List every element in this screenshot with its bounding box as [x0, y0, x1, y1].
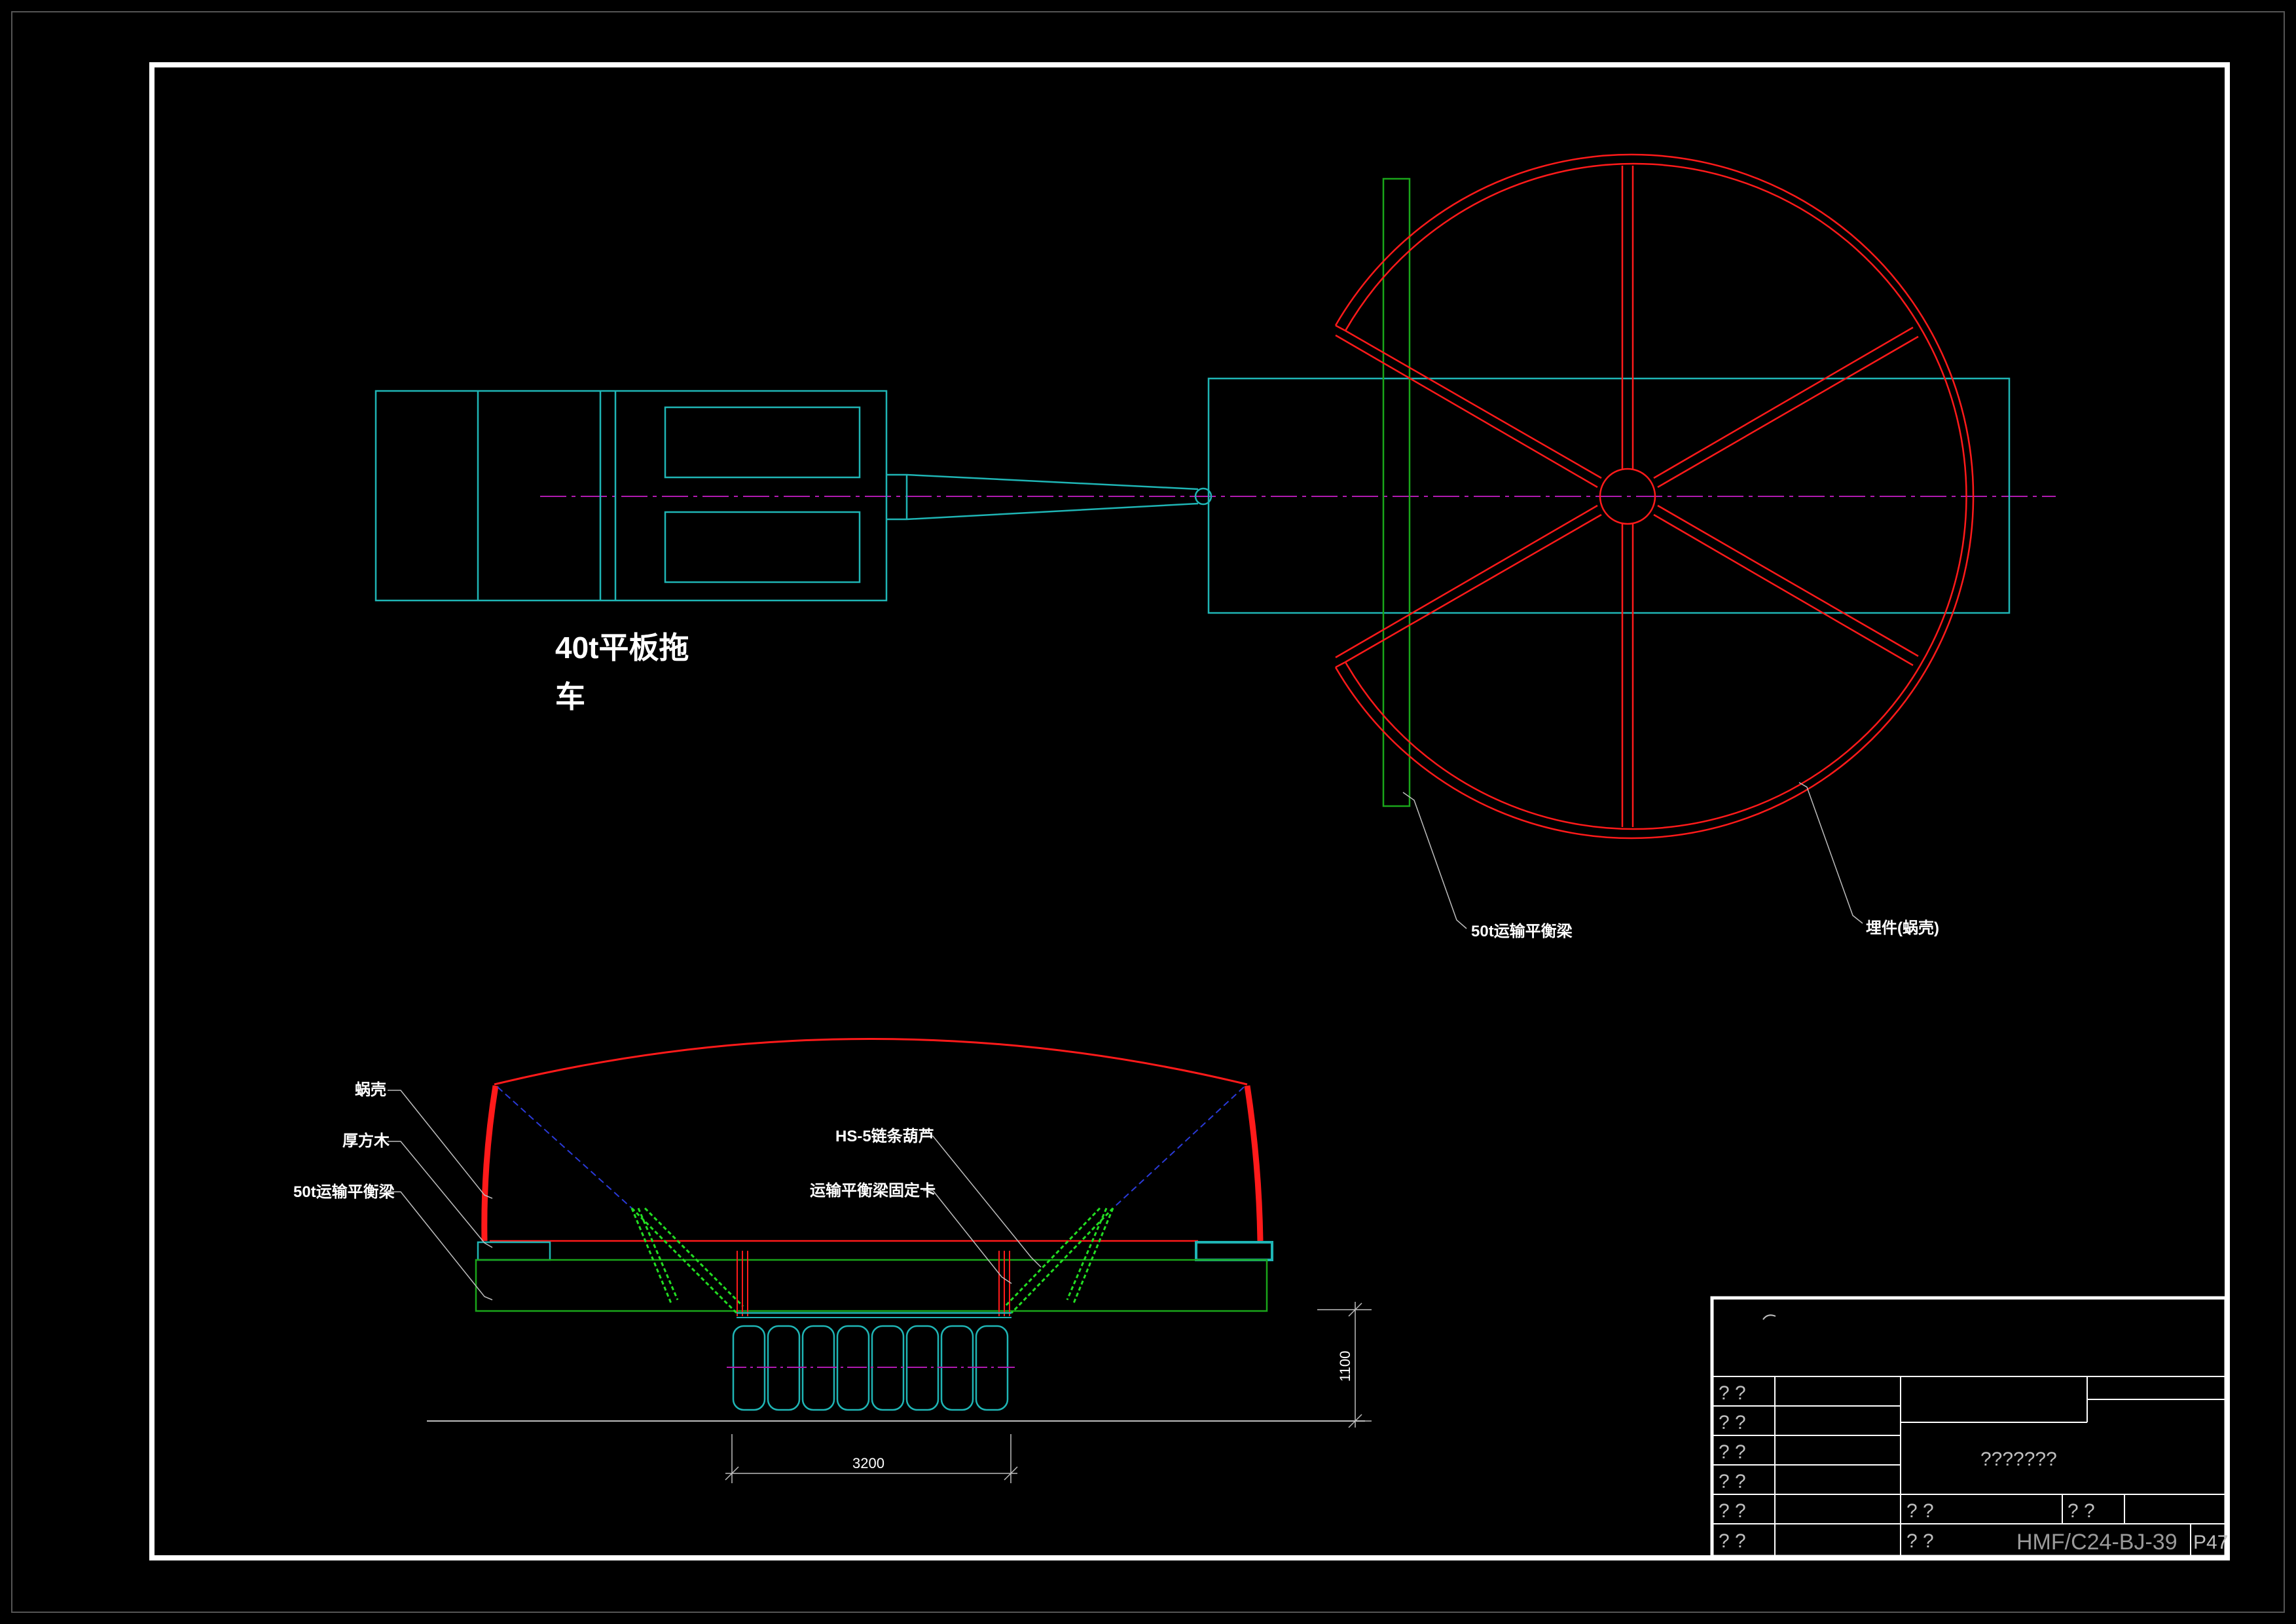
label-spiral-case: 蜗壳 — [355, 1081, 386, 1099]
beam-clamps — [737, 1251, 1010, 1316]
title-block: ? ? ? ? ? ? ? ? ? ? ? ? ??????? ? ? ? ? … — [1710, 1296, 2228, 1559]
spiral-case-left-wall — [481, 1085, 499, 1242]
timber-right — [1195, 1241, 1273, 1261]
plan-beam-label: 50t运输平衡梁 — [1471, 922, 1573, 940]
plan-view: 40t平板拖 车 50t运输平衡梁 埋件(蜗壳) — [374, 153, 2056, 940]
outer-border — [11, 11, 2285, 1613]
tb-row-label-6: ? ? — [1719, 1530, 1746, 1552]
tb-row-label-2: ? ? — [1719, 1412, 1746, 1433]
embed-label: 埋件(蜗壳) — [1866, 919, 1939, 937]
tb-title: ??????? — [1980, 1449, 2057, 1470]
tb-row-label-5: ? ? — [1719, 1500, 1746, 1522]
section-balance-beam — [475, 1259, 1268, 1312]
tb-field-c: ? ? — [1906, 1530, 1934, 1552]
dim-width-value: 3200 — [852, 1455, 884, 1471]
chain-hoist-left — [630, 1207, 744, 1314]
spiral-case-arc — [494, 1038, 1248, 1086]
spiral-case-plan — [1334, 153, 1975, 840]
trailer-label-line1: 40t平板拖 — [555, 631, 689, 665]
chain-hoist-right — [1004, 1207, 1114, 1314]
tb-row-label-4: ? ? — [1719, 1471, 1746, 1492]
dim-height-value: 1100 — [1337, 1351, 1353, 1382]
label-chain-hoist: HS-5链条葫芦 — [835, 1127, 934, 1145]
plan-balance-beam — [1382, 177, 1411, 807]
flatbed-trailer — [374, 377, 2011, 614]
trailer-label-line2: 车 — [555, 680, 585, 714]
drawing-frame — [149, 62, 2230, 1560]
tb-field-b: ? ? — [2068, 1500, 2095, 1522]
tb-row-label-1: ? ? — [1719, 1382, 1746, 1404]
label-beam-clamp: 运输平衡梁固定卡 — [810, 1181, 936, 1200]
tb-drawing-no: HMF/C24-BJ-39 — [2016, 1530, 2178, 1555]
tb-field-a: ? ? — [1906, 1500, 1934, 1522]
label-timber: 厚方木 — [342, 1132, 390, 1150]
tb-row-label-3: ? ? — [1719, 1441, 1746, 1463]
plan-leaders — [1402, 782, 1863, 929]
section-view: 1100 3200 蜗壳 厚方木 50t运输平衡梁 HS-5链条葫芦 运输平衡梁… — [293, 1038, 1372, 1483]
dim-width — [725, 1434, 1018, 1483]
tb-page: P47 — [2193, 1532, 2228, 1553]
dim-height — [1317, 1302, 1372, 1428]
spiral-case-right-wall — [1244, 1085, 1264, 1242]
label-section-beam: 50t运输平衡梁 — [293, 1183, 395, 1201]
section-leaders — [388, 1090, 1042, 1301]
